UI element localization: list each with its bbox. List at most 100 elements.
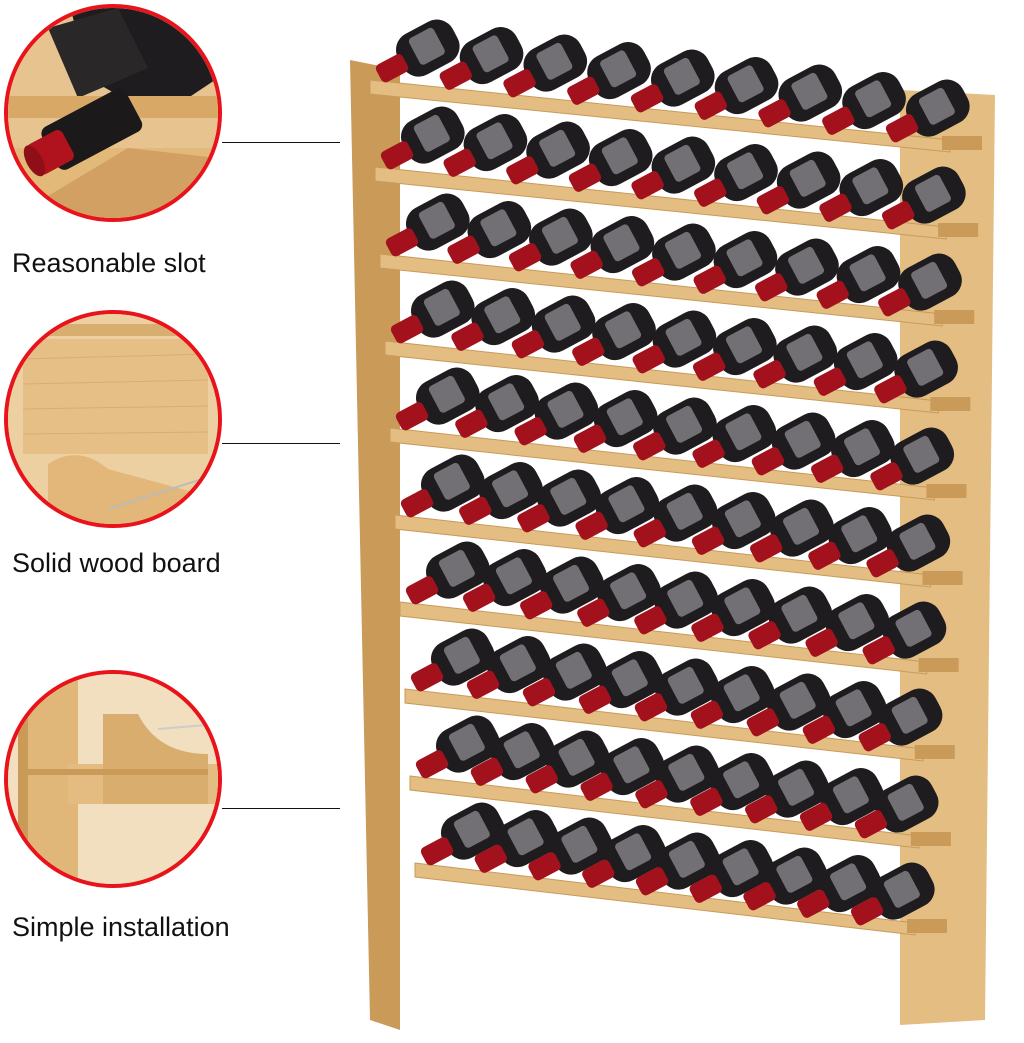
wine-bottle [570, 216, 655, 279]
wine-bottle [802, 681, 887, 744]
wine-bottle [508, 208, 593, 272]
wine-bottle [459, 462, 543, 525]
wine-bottle [755, 238, 839, 302]
wine-bottle [572, 303, 656, 366]
wine-bottle [380, 106, 465, 170]
wine-bottle [466, 636, 551, 699]
shelf-row [404, 628, 955, 762]
wine-bottle [443, 114, 528, 177]
wine-bottle [635, 745, 720, 809]
wine-bottle [522, 643, 607, 707]
wine-bottle [858, 688, 943, 752]
wine-bottle [632, 310, 717, 374]
wine-bottle [690, 753, 774, 816]
wine-bottle [692, 318, 777, 381]
wine-bottle [808, 507, 892, 570]
wine-bottle [819, 159, 904, 222]
leader-line [222, 808, 340, 809]
wine-bottle [462, 549, 547, 612]
wine-bottle [813, 333, 898, 396]
wine-bottle [693, 231, 778, 294]
wine-bottle [756, 151, 841, 215]
leader-line [222, 443, 340, 444]
wine-bottle [753, 325, 838, 389]
wine-bottle [582, 825, 666, 888]
wine-bottle [400, 454, 485, 518]
wine-bottle [439, 27, 524, 90]
shelf-row [414, 802, 947, 936]
wine-bottle [568, 129, 653, 192]
wine-bottle [470, 723, 555, 786]
wine-bottle [805, 594, 890, 657]
wine-bottle [634, 571, 718, 635]
wine-bottle [797, 855, 881, 918]
shelf-row [409, 715, 951, 849]
wine-bottle [631, 223, 716, 287]
wine-bottle [420, 802, 505, 866]
shelf-row [384, 280, 971, 414]
wine-bottle [573, 390, 658, 453]
wine-bottle [799, 768, 884, 831]
wine-bottle [447, 201, 532, 264]
wine-bottle [631, 136, 716, 200]
wine-bottle [575, 477, 660, 540]
feature-caption: Solid wood board [12, 548, 221, 578]
leader-line [222, 142, 340, 143]
wood-board-closeup [4, 310, 222, 528]
wine-bottle [634, 658, 719, 722]
wine-bottle [506, 121, 590, 185]
wine-bottle [811, 420, 895, 483]
wine-bottle [578, 651, 663, 714]
wine-bottle [822, 72, 906, 135]
wine-bottle [514, 382, 599, 446]
wine-bottle [633, 484, 718, 548]
shelf-row [389, 367, 967, 501]
shelf-row [379, 193, 975, 327]
wine-bottle [405, 541, 490, 605]
interlocking-joint-closeup [4, 670, 222, 888]
wine-bottle [635, 832, 720, 896]
wine-bottle [758, 64, 843, 128]
wine-bottle [881, 166, 966, 230]
wine-bottle [751, 412, 836, 476]
wine-bottle [750, 499, 834, 563]
wine-bottle [694, 144, 778, 207]
wine-bottle [691, 492, 776, 555]
wine-bottle [691, 579, 776, 642]
wine-bottle [525, 730, 610, 794]
wine-bottle [567, 42, 651, 105]
wine-bottle [850, 862, 935, 926]
shelf-row [374, 106, 979, 240]
wine-bottle [854, 775, 939, 839]
wine-bottle [816, 246, 901, 309]
wine-bottle [503, 34, 588, 98]
wine-bottle [375, 19, 460, 83]
wine-bottle [862, 601, 947, 665]
wine-bottle [474, 810, 559, 873]
wine-bottle [866, 514, 951, 578]
wine-bottle [580, 738, 665, 801]
wine-bottle [395, 367, 480, 431]
shelf-row [369, 19, 982, 153]
wine-bottle [746, 673, 831, 737]
wine-bottle [878, 253, 962, 317]
wine-bottle [630, 49, 715, 113]
wine-bottle [748, 586, 833, 650]
wine-bottle [690, 666, 775, 729]
wine-bottle [455, 375, 539, 438]
feature-caption: Reasonable slot [12, 248, 206, 278]
wine-bottle [390, 280, 475, 344]
wine-bottle [517, 469, 602, 533]
left-side-post [350, 60, 400, 1030]
wine-bottle [633, 397, 717, 461]
wine-rack-photo [350, 19, 995, 1030]
shelf-row [394, 454, 963, 588]
wine-bottle [694, 57, 779, 120]
wine-bottle [870, 427, 955, 491]
bottle-in-slot-closeup [4, 4, 222, 222]
feature-caption: Simple installation [12, 912, 230, 942]
wine-bottle [410, 628, 495, 692]
wine-bottle [692, 405, 777, 468]
wine-bottle [743, 847, 828, 911]
wine-bottle [689, 840, 774, 903]
